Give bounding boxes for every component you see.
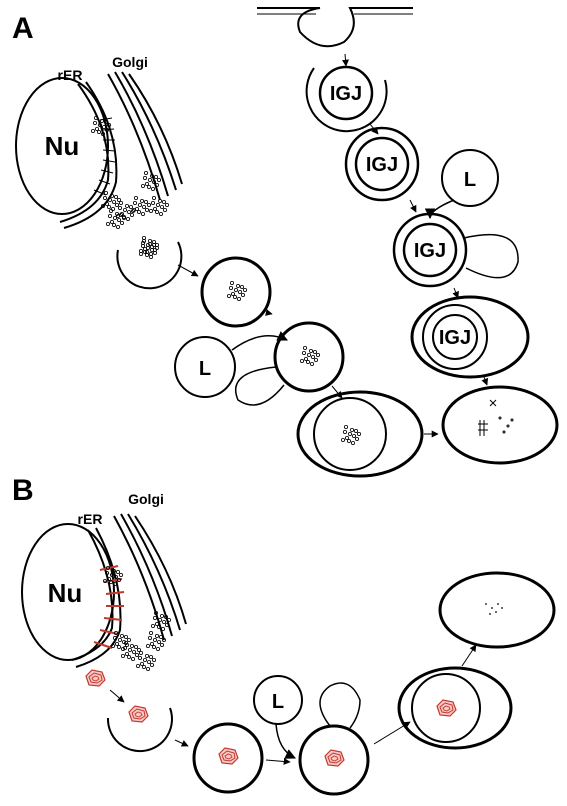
rer-label-a: rER bbox=[58, 67, 83, 83]
plasma-membrane-a bbox=[257, 7, 413, 48]
igj-label-4: IGJ bbox=[439, 327, 471, 349]
budding-vesicle-b bbox=[106, 707, 173, 753]
degraded-lysosome-a bbox=[441, 385, 559, 465]
budding-vesicle-a bbox=[116, 241, 183, 290]
golgi-label-a: Golgi bbox=[112, 54, 148, 70]
panel-b: B Nu rER Golgi bbox=[12, 474, 556, 796]
lysosome-label-b: L bbox=[272, 691, 284, 713]
vesicle-a1 bbox=[200, 256, 272, 328]
panel-a-letter: A bbox=[12, 12, 34, 45]
degraded-fragments-b bbox=[485, 603, 503, 615]
vesicle-b2 bbox=[298, 724, 370, 796]
igj-vesicle-2 bbox=[354, 136, 410, 192]
igj-label-1: IGJ bbox=[330, 83, 362, 105]
autolysosome-b bbox=[397, 666, 513, 750]
igj-label-2: IGJ bbox=[366, 154, 398, 176]
golgi-a bbox=[107, 71, 183, 201]
nucleus-label-a: Nu bbox=[45, 131, 80, 161]
rer-a bbox=[59, 81, 118, 229]
panel-a: A Nu rER Golgi bbox=[12, 7, 559, 478]
rer-label-b: rER bbox=[78, 511, 103, 527]
nucleus-a bbox=[15, 77, 109, 215]
nucleus-b bbox=[21, 523, 115, 661]
lysosome-label-a-igj: L bbox=[464, 169, 476, 191]
rer-b bbox=[71, 527, 125, 668]
lysosome-a bbox=[174, 336, 236, 398]
igj-label-3: IGJ bbox=[414, 240, 446, 262]
degraded-lysosome-b bbox=[438, 571, 556, 649]
degraded-fragments-a bbox=[478, 399, 514, 436]
igj-vesicle-3 bbox=[402, 222, 458, 278]
igj-vesicle-1 bbox=[318, 65, 374, 121]
autolysosome-a bbox=[296, 390, 424, 478]
lysosome-label-a: L bbox=[199, 358, 211, 380]
panel-b-letter: B bbox=[12, 474, 34, 507]
vesicle-b1 bbox=[192, 722, 264, 794]
golgi-label-b: Golgi bbox=[128, 491, 164, 507]
igj-autolysosome bbox=[410, 295, 530, 379]
nucleus-label-b: Nu bbox=[48, 578, 83, 608]
golgi-b bbox=[113, 513, 187, 641]
lysosome-b bbox=[253, 675, 303, 725]
lysosome-a-igj bbox=[441, 149, 499, 207]
vesicle-a2 bbox=[273, 321, 345, 393]
